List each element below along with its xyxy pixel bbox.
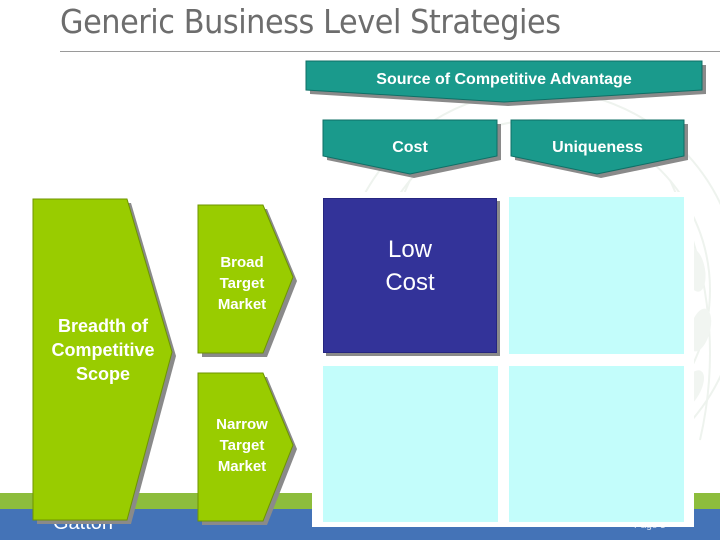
broad-label-line-2: Target [219, 274, 265, 292]
cost-header-label: Cost [392, 139, 428, 156]
source-banner-label: Source of Competitive Advantage [376, 71, 632, 88]
cell-cost-narrow [323, 366, 498, 522]
broad-target-label: Broad Target Market [198, 240, 286, 326]
cell-uniqueness-broad [509, 197, 684, 354]
narrow-label-line-3: Market [217, 457, 267, 475]
low-cost-line-1: Low [387, 235, 433, 263]
scope-label: Breadth of Competitive Scope [33, 300, 173, 400]
low-cost-line-2: Cost [385, 268, 435, 296]
cell-uniqueness-narrow [509, 366, 684, 522]
scope-label-line-2: Competitive [51, 340, 155, 360]
broad-label-line-1: Broad [220, 253, 264, 271]
footer-logo: Gatton [53, 512, 114, 534]
low-cost-label: Low Cost [323, 198, 497, 353]
narrow-label-line-1: Narrow [216, 415, 268, 433]
narrow-label-line-2: Target [219, 436, 265, 454]
scope-label-line-1: Breadth of [58, 316, 148, 336]
uniqueness-header-label: Uniqueness [552, 139, 643, 156]
scope-label-line-3: Scope [75, 364, 131, 384]
broad-label-line-3: Market [217, 295, 267, 313]
title-divider [60, 51, 720, 52]
slide-title: Generic Business Level Strategies [60, 2, 561, 41]
narrow-target-label: Narrow Target Market [198, 402, 286, 488]
cell-low-cost [323, 198, 497, 353]
